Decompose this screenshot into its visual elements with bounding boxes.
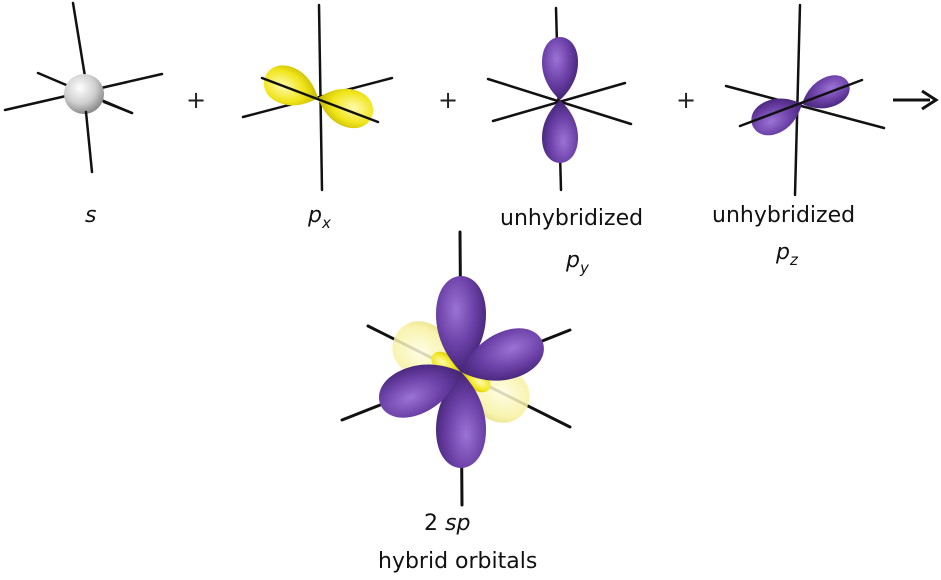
sp-hybrid-orbitals-icon xyxy=(340,230,572,507)
py-orbital-icon xyxy=(486,6,633,192)
py-word-label: unhybridized xyxy=(500,206,644,231)
px-orbital-icon xyxy=(241,3,394,192)
arrow-icon xyxy=(893,89,939,111)
plus-operator-1: + xyxy=(186,86,207,114)
sp-description-label: hybrid orbitals xyxy=(378,549,538,574)
px-label: px xyxy=(308,203,331,232)
s-label: s xyxy=(85,203,97,228)
pz-label: pz xyxy=(776,240,798,269)
s-orbital-icon xyxy=(3,1,164,174)
plus-operator-2: + xyxy=(438,86,459,114)
pz-orbital-icon xyxy=(724,3,886,197)
sp-count-label: 2 sp xyxy=(424,511,471,536)
plus-operator-3: + xyxy=(676,86,697,114)
py-label: py xyxy=(566,248,589,277)
pz-word-label: unhybridized xyxy=(712,203,856,228)
